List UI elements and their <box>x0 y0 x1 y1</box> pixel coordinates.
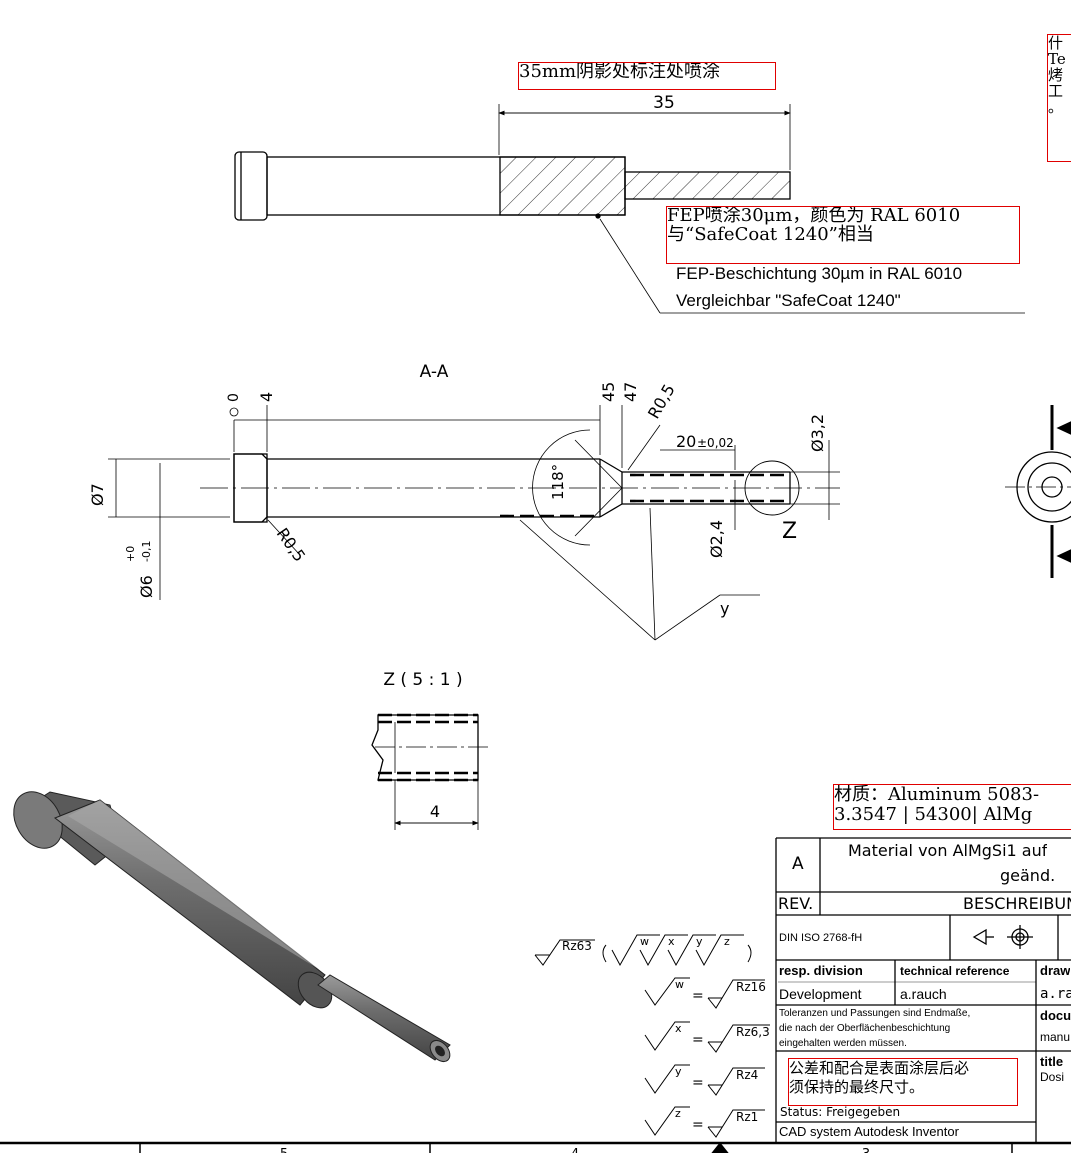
rev-label: REV. <box>778 894 814 913</box>
note-fep-de-1: FEP-Beschichtung 30µm in RAL 6010 <box>676 264 963 283</box>
tolerance-note-de-3: eingehalten werden müssen. <box>779 1038 907 1049</box>
detail-dim-4: 4 <box>430 802 440 821</box>
drawn-by-label: draw <box>1040 963 1071 978</box>
zone-4: 4 <box>571 1147 579 1153</box>
title-block-grid <box>775 837 1071 1142</box>
tolerance-note-de-1: Toleranzen und Passungen sind Endmaße, <box>779 1008 971 1019</box>
rev-description-1: Material von AlMgSi1 auf <box>848 841 1048 860</box>
surface-rz63: Rz63 <box>562 939 592 953</box>
surface-rz16: Rz16 <box>736 980 766 994</box>
detail-z-marker: Z <box>782 519 797 544</box>
note-top-coating: 35mm阴影处标注处喷涂 <box>518 62 776 90</box>
dim-20-tolerance: ±0,02 <box>697 436 734 450</box>
dim-35: 35 <box>653 93 675 113</box>
surface-w: w <box>640 935 649 948</box>
dim-diameter-6-tol-down: -0,1 <box>140 541 153 562</box>
dim-diameter-6-tol-up: +0 <box>124 546 137 562</box>
surface-z: z <box>724 935 730 948</box>
surface-eq-4: = <box>692 1117 704 1133</box>
rev-description-2: geänd. <box>1000 866 1056 885</box>
beschreibung-header: BESCHREIBUN <box>963 894 1071 913</box>
surface-x: x <box>668 935 675 948</box>
zone-3: 3 <box>862 1147 870 1153</box>
surface-eq-3: = <box>692 1075 704 1091</box>
dim-45: 45 <box>599 382 618 402</box>
section-view <box>108 405 840 641</box>
dim-diameter-3-2: Ø3,2 <box>808 414 827 452</box>
dim-diameter-6: Ø6 <box>137 575 156 598</box>
dim-0: 0 <box>226 393 242 402</box>
tech-reference-label: technical reference <box>900 964 1010 978</box>
zone-5: 5 <box>280 1147 288 1153</box>
top-view <box>234 104 1025 314</box>
title-label: title <box>1040 1054 1064 1069</box>
resp-division-label: resp. division <box>779 963 863 978</box>
dim-diameter-7: Ø7 <box>88 483 107 506</box>
rev-letter: A <box>792 854 804 874</box>
detail-label: Z ( 5 : 1 ) <box>383 670 462 690</box>
radius-top: R0,5 <box>644 381 679 422</box>
surface-rz4: Rz4 <box>736 1068 758 1082</box>
note-right-cropped: 什 Te 烤 工 。 <box>1047 34 1071 162</box>
general-tolerance: DIN ISO 2768-fH <box>779 932 863 944</box>
end-view <box>1005 405 1071 578</box>
surface-eq-1: = <box>692 988 704 1004</box>
radius-bottom: R0,5 <box>273 524 310 565</box>
drawing-border <box>0 1141 1071 1153</box>
surface-x-eq: x <box>675 1022 682 1035</box>
dim-47: 47 <box>621 382 640 402</box>
surface-eq-2: = <box>692 1032 704 1048</box>
surface-y-label: y <box>720 599 729 618</box>
tech-reference-value: a.rauch <box>900 986 947 1002</box>
surface-symbols <box>534 934 770 1138</box>
note-fep-de-2: Vergleichbar "SafeCoat 1240" <box>676 291 901 310</box>
surface-rz6-3: Rz6,3 <box>736 1025 770 1039</box>
drawn-by-value: a.ra <box>1040 986 1071 1002</box>
dim-4: 4 <box>257 392 276 402</box>
document-label: docu <box>1040 1008 1071 1023</box>
detail-view <box>371 713 490 830</box>
document-value: manu <box>1040 1030 1071 1044</box>
title-value: Dosi <box>1040 1070 1065 1084</box>
surface-y: y <box>696 935 703 948</box>
resp-division-value: Development <box>779 986 862 1002</box>
iso-view <box>13 791 451 1063</box>
surface-y-eq: y <box>675 1065 682 1078</box>
dim-20: 20 <box>676 432 696 451</box>
note-material: 材质：Aluminum 5083- 3.3547 | 54300| AlMg <box>833 784 1071 830</box>
tolerance-note-de-2: die nach der Oberflächenbeschichtung <box>779 1023 951 1034</box>
surface-w-eq: w <box>675 978 684 991</box>
dim-diameter-2-4: Ø2,4 <box>707 520 726 558</box>
note-fep-cn: FEP喷涂30μm，颜色为 RAL 6010 与“SafeCoat 1240”相… <box>666 206 1020 264</box>
surface-z-eq: z <box>675 1107 681 1120</box>
cad-system: CAD system Autodesk Inventor <box>779 1124 959 1139</box>
surface-rz1: Rz1 <box>736 1110 758 1124</box>
section-label: A-A <box>420 362 449 382</box>
note-tolerance-cn: 公差和配合是表面涂层后必 须保持的最终尺寸。 <box>788 1058 1018 1106</box>
angle-118: 118° <box>549 464 567 500</box>
status-text: Status: Freigegeben <box>780 1105 901 1119</box>
